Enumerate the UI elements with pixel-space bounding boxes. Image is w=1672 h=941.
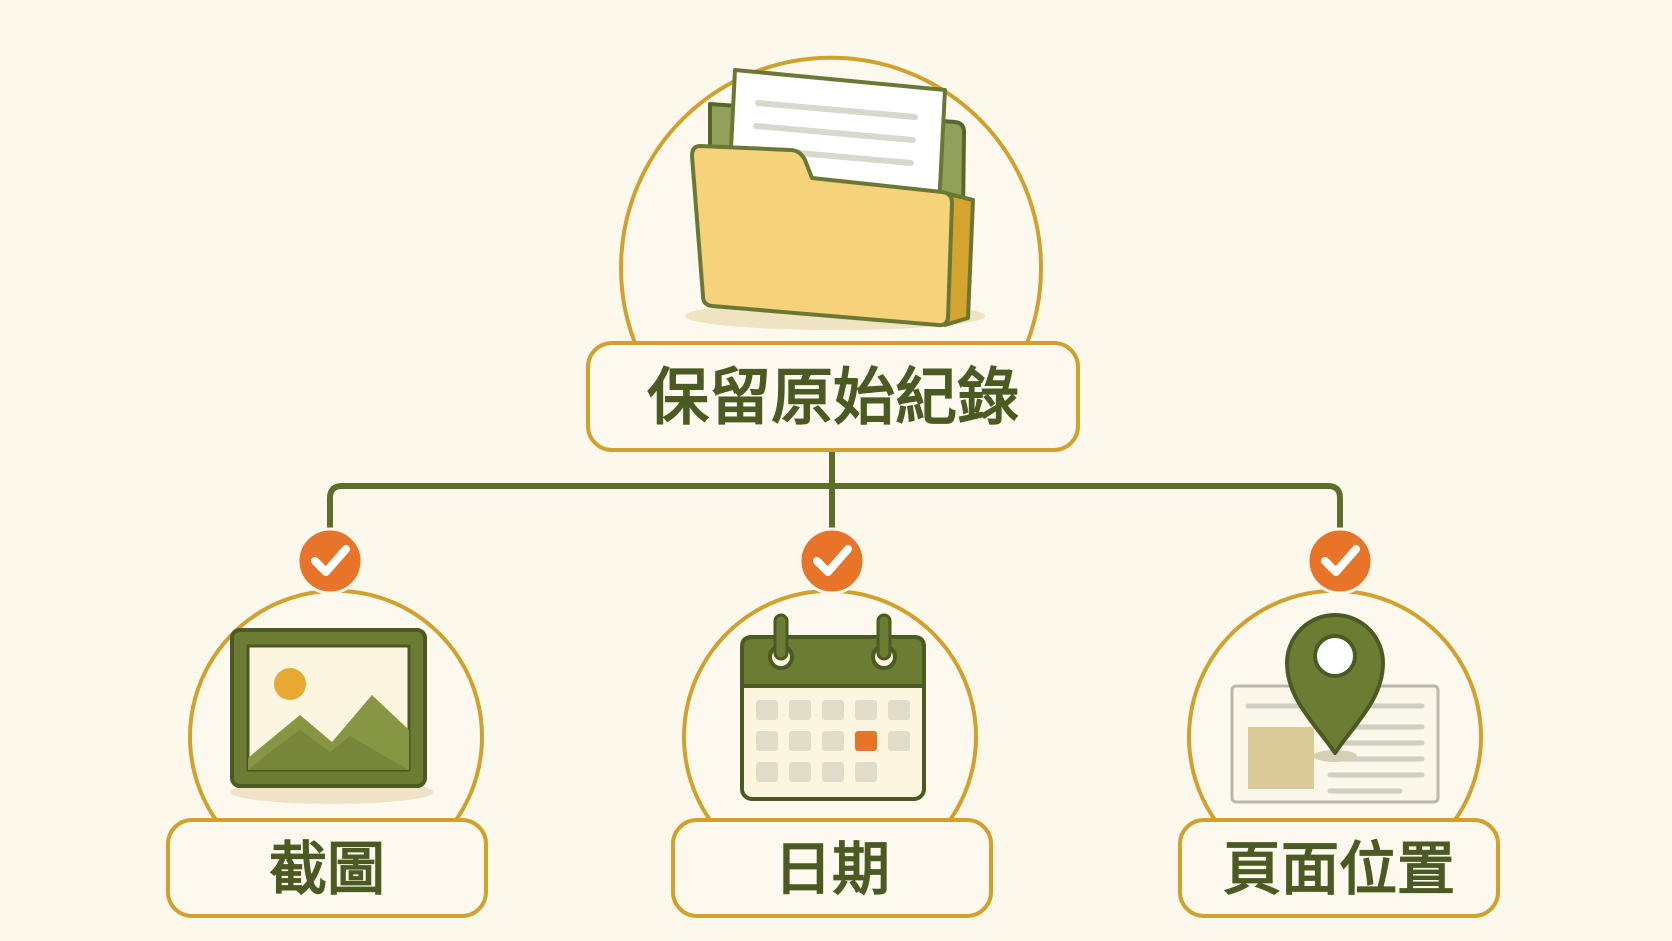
child-node-page-location: 頁面位置: [1178, 527, 1500, 918]
root-node: 保留原始紀錄: [586, 55, 1080, 452]
root-label-box: [586, 341, 1080, 452]
child-label-box-page-location: [1178, 818, 1500, 918]
check-circle-icon: [1306, 527, 1374, 595]
check-circle-icon: [296, 527, 364, 595]
child-label-box-date: [671, 818, 993, 918]
child-label-date: 日期: [774, 835, 890, 903]
child-label-page-location: 頁面位置: [1223, 835, 1455, 903]
check-circle-icon: [798, 527, 866, 595]
folder-with-document-icon: [685, 68, 985, 330]
child-node-screenshot: 截圖: [166, 527, 488, 918]
child-node-date: 日期: [671, 527, 993, 918]
root-label: 保留原始紀錄: [647, 361, 1019, 434]
connector-branch: [327, 483, 1343, 541]
image-picture-icon: [230, 628, 434, 804]
child-label-box-screenshot: [166, 818, 488, 918]
child-label-screenshot: 截圖: [269, 835, 385, 903]
location-pin-on-page-icon: [1230, 613, 1440, 804]
connector-lines: [327, 449, 1343, 541]
calendar-icon: [740, 613, 926, 801]
